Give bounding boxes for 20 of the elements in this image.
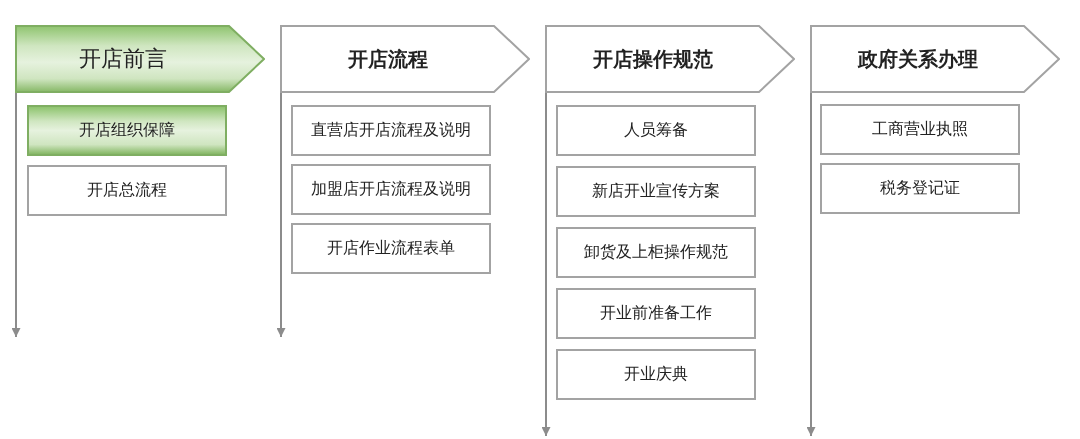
arrow [11,92,21,338]
chevron-header: 开店操作规范 [545,25,795,93]
item-box: 人员筹备 [556,105,756,156]
arrow [541,92,551,437]
item-box: 工商营业执照 [820,104,1020,155]
item-box: 开业庆典 [556,349,756,400]
chevron-header: 开店前言 [15,25,265,93]
item-box: 开店总流程 [27,165,227,216]
chevron-header: 政府关系办理 [810,25,1060,93]
item-box: 开店作业流程表单 [291,223,491,274]
arrow [806,92,816,437]
item-box: 开店组织保障 [27,105,227,156]
item-box: 税务登记证 [820,163,1020,214]
item-box: 卸货及上柜操作规范 [556,227,756,278]
item-box: 新店开业宣传方案 [556,166,756,217]
arrow [276,92,286,338]
chevron-header: 开店流程 [280,25,530,93]
item-box: 开业前准备工作 [556,288,756,339]
item-box: 加盟店开店流程及说明 [291,164,491,215]
item-box: 直营店开店流程及说明 [291,105,491,156]
